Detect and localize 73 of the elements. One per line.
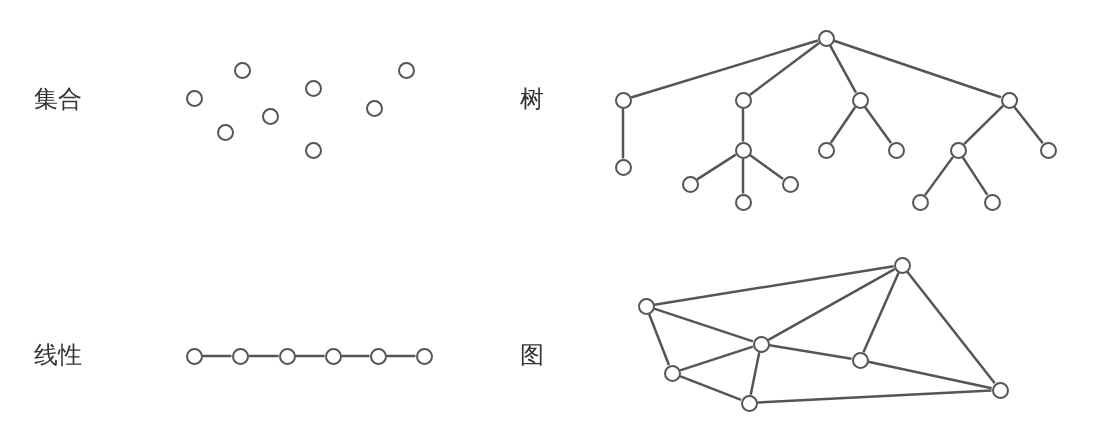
node-circle: [851, 91, 869, 109]
node-circle: [817, 29, 835, 47]
connector-line: [295, 354, 325, 358]
node-circle: [1039, 141, 1057, 159]
node-circle: [911, 193, 929, 211]
connector-line: [679, 374, 742, 402]
connector-line: [833, 39, 1002, 99]
connector-line: [621, 108, 625, 159]
connector-line: [767, 268, 896, 341]
node-circle: [681, 175, 699, 193]
connector-line: [868, 360, 992, 390]
node-circle: [734, 193, 752, 211]
node-circle: [991, 381, 1009, 399]
connector-line: [924, 156, 954, 196]
node-circle: [1000, 91, 1018, 109]
connector-line: [1013, 105, 1044, 145]
connector-line: [906, 270, 996, 385]
connector-line: [749, 153, 784, 181]
connector-line: [829, 44, 857, 94]
connector-line: [749, 42, 820, 96]
structure-label: 集合: [34, 87, 82, 111]
node-circle: [304, 79, 322, 97]
node-circle: [887, 141, 905, 159]
node-circle: [614, 158, 632, 176]
connector-line: [386, 354, 416, 358]
connector-line: [679, 345, 754, 372]
connector-line: [961, 156, 989, 196]
node-circle: [233, 61, 251, 79]
connector-line: [630, 39, 819, 99]
connector-line: [248, 354, 279, 358]
node-circle: [614, 91, 632, 109]
node-circle: [231, 347, 249, 365]
connector-line: [653, 307, 754, 343]
node-circle: [216, 123, 234, 141]
node-circle: [817, 141, 835, 159]
node-circle: [185, 89, 203, 107]
node-circle: [415, 347, 433, 365]
node-circle: [369, 347, 387, 365]
connector-line: [654, 265, 894, 306]
connector-line: [741, 158, 745, 194]
node-circle: [781, 175, 799, 193]
connector-line: [696, 153, 737, 181]
connector-line: [863, 106, 893, 144]
connector-line: [829, 106, 857, 144]
connector-line: [757, 389, 992, 404]
node-circle: [734, 91, 752, 109]
connector-line: [741, 108, 745, 142]
node-circle: [278, 347, 296, 365]
connector-line: [862, 272, 900, 353]
node-circle: [663, 364, 681, 382]
node-circle: [983, 193, 1001, 211]
connector-line: [202, 354, 232, 358]
connector-line: [749, 352, 761, 395]
node-circle: [637, 297, 655, 315]
node-circle: [851, 351, 869, 369]
node-circle: [397, 61, 415, 79]
connector-line: [647, 313, 671, 366]
node-circle: [185, 347, 203, 365]
node-circle: [949, 141, 967, 159]
node-circle: [324, 347, 342, 365]
structure-label: 图: [520, 343, 544, 367]
connector-line: [963, 105, 1004, 145]
node-circle: [304, 141, 322, 159]
node-circle: [740, 394, 758, 412]
structure-label: 线性: [34, 343, 82, 367]
node-circle: [734, 141, 752, 159]
connector-line: [769, 344, 852, 360]
connector-line: [341, 354, 370, 358]
node-circle: [893, 256, 911, 274]
node-circle: [752, 335, 770, 353]
structure-label: 树: [520, 87, 544, 111]
node-circle: [365, 99, 383, 117]
node-circle: [261, 107, 279, 125]
